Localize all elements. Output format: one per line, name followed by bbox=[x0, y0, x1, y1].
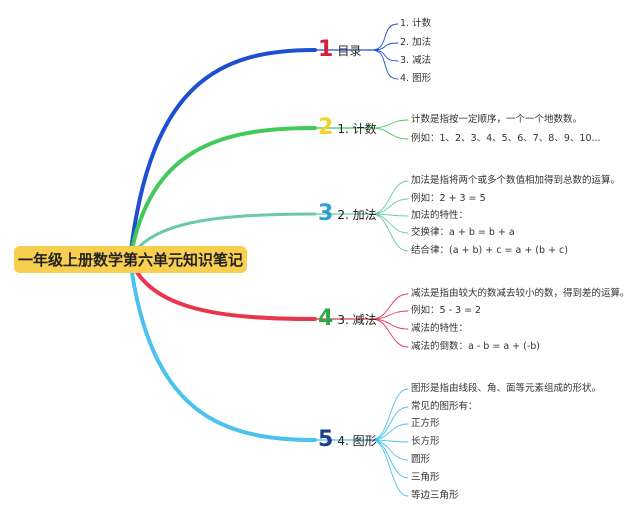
root-node[interactable]: 一年级上册数学第六单元知识笔记 bbox=[14, 246, 247, 273]
leaf-connector bbox=[371, 127, 409, 140]
leaf-item[interactable]: 加法是指将两个或多个数值相加得到总数的运算。 bbox=[411, 175, 621, 186]
leaf-item[interactable]: 例如：2 + 3 = 5 bbox=[411, 193, 486, 204]
leaf-connector bbox=[371, 423, 409, 441]
branch-connector bbox=[128, 257, 317, 442]
branch-label: 3. 减法 bbox=[337, 312, 377, 327]
branch-label: 目录 bbox=[337, 43, 362, 58]
branch-label: 4. 图形 bbox=[337, 433, 377, 448]
leaf-connector bbox=[371, 318, 409, 330]
leaf-item[interactable]: 等边三角形 bbox=[411, 490, 459, 501]
leaf-connector bbox=[371, 198, 409, 215]
branch-node-subtraction[interactable]: 4 3. 减法 bbox=[318, 307, 377, 331]
leaf-connector bbox=[371, 49, 399, 80]
leaf-item[interactable]: 减法的倒数：a - b = a + (-b) bbox=[411, 341, 541, 352]
leaf-item[interactable]: 正方形 bbox=[411, 418, 440, 429]
branch-number: 3 bbox=[318, 201, 334, 226]
leaf-item[interactable]: 图形是指由线段、角、面等元素组成的形状。 bbox=[411, 383, 602, 394]
leaf-item[interactable]: 例如：5 - 3 = 2 bbox=[411, 305, 482, 316]
branch-number: 1 bbox=[318, 37, 334, 62]
leaf-connector bbox=[371, 439, 409, 497]
leaf-item[interactable]: 加法的特性： bbox=[411, 210, 469, 221]
leaf-item[interactable]: 三角形 bbox=[411, 472, 440, 483]
leaf-item[interactable]: 交换律：a + b = b + a bbox=[411, 227, 515, 238]
leaf-connector bbox=[371, 180, 409, 215]
branch-number: 4 bbox=[318, 306, 334, 331]
leaf-connector bbox=[371, 23, 399, 51]
branch-node-addition[interactable]: 3 2. 加法 bbox=[318, 202, 377, 226]
branch-connector bbox=[128, 126, 317, 261]
leaf-connector bbox=[371, 119, 409, 129]
leaf-item[interactable]: 常见的图形有： bbox=[411, 401, 478, 412]
branch-connector bbox=[128, 257, 317, 321]
branch-node-toc[interactable]: 1 目录 bbox=[318, 38, 361, 62]
leaf-item[interactable]: 例如：1、2、3、4、5、6、7、8、9、10... bbox=[411, 133, 601, 144]
leaf-item[interactable]: 3. 减法 bbox=[400, 55, 432, 66]
leaf-item[interactable]: 4. 图形 bbox=[400, 73, 432, 84]
branch-node-counting[interactable]: 2 1. 计数 bbox=[318, 116, 377, 140]
leaf-item[interactable]: 结合律：(a + b) + c = a + (b + c) bbox=[411, 245, 568, 256]
leaf-connector bbox=[371, 318, 409, 348]
leaf-item[interactable]: 减法是指由较大的数减去较小的数，得到差的运算。 bbox=[411, 288, 630, 299]
leaf-connector bbox=[371, 49, 399, 62]
branch-number: 5 bbox=[318, 427, 334, 452]
leaf-connector bbox=[371, 293, 409, 320]
branch-node-shapes[interactable]: 5 4. 图形 bbox=[318, 428, 377, 452]
leaf-item[interactable]: 圆形 bbox=[411, 454, 431, 465]
leaf-item[interactable]: 计数是指按一定顺序，一个一个地数数。 bbox=[411, 114, 583, 125]
branch-number: 2 bbox=[318, 115, 334, 140]
leaf-connector bbox=[371, 439, 409, 461]
leaf-connector bbox=[371, 42, 399, 51]
leaf-item[interactable]: 1. 计数 bbox=[400, 18, 432, 29]
leaf-item[interactable]: 长方形 bbox=[411, 436, 440, 447]
leaf-item[interactable]: 减法的特性： bbox=[411, 323, 469, 334]
leaf-connector bbox=[371, 310, 409, 320]
root-label: 一年级上册数学第六单元知识笔记 bbox=[17, 251, 243, 269]
leaf-connector bbox=[371, 213, 409, 252]
leaf-connector bbox=[371, 406, 409, 441]
leaf-item[interactable]: 2. 加法 bbox=[400, 37, 432, 48]
branch-connector bbox=[128, 48, 317, 261]
branch-label: 1. 计数 bbox=[337, 121, 377, 136]
branch-label: 2. 加法 bbox=[337, 207, 377, 222]
leaf-connector bbox=[371, 213, 409, 234]
